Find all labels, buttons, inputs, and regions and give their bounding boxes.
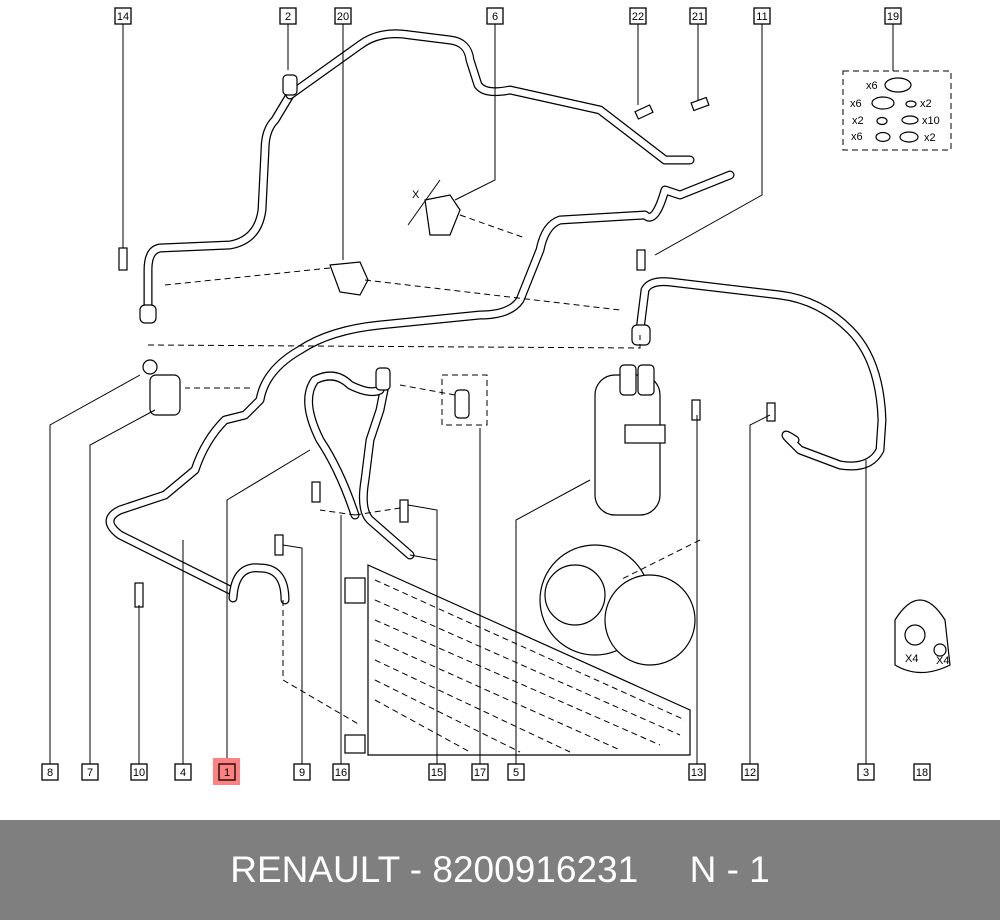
callout-7[interactable]: 7 [81, 763, 99, 781]
part-number-text: RENAULT - 8200916231 N - 1 [230, 849, 770, 890]
callout-22[interactable]: 22 [629, 7, 647, 25]
svg-text:9: 9 [299, 767, 305, 779]
clip-20 [329, 261, 369, 296]
svg-text:3: 3 [863, 767, 869, 779]
bracket-7 [149, 374, 181, 416]
callout-13[interactable]: 13 [688, 763, 706, 781]
svg-text:x6: x6 [850, 98, 862, 110]
svg-text:12: 12 [744, 767, 756, 779]
svg-text:x6: x6 [866, 80, 878, 92]
svg-text:11: 11 [756, 11, 767, 23]
svg-text:8: 8 [47, 767, 53, 779]
callout-1-highlighted[interactable]: 1 [213, 758, 240, 785]
condenser [367, 564, 691, 756]
callouts-bottom: 8 7 10 4 1 9 16 15 17 5 13 12 3 18 [41, 758, 931, 785]
callout-4[interactable]: 4 [174, 763, 192, 781]
valve-cap [282, 74, 298, 96]
svg-text:1: 1 [224, 767, 230, 779]
callout-3[interactable]: 3 [857, 763, 875, 781]
svg-text:7: 7 [87, 767, 93, 779]
callout-18[interactable]: 18 [913, 763, 931, 781]
svg-text:20: 20 [337, 11, 349, 23]
callout-6[interactable]: 6 [486, 7, 504, 25]
callout-8[interactable]: 8 [41, 763, 59, 781]
callout-10[interactable]: 10 [130, 763, 148, 781]
svg-text:x6: x6 [851, 131, 863, 143]
clip-6 [424, 194, 461, 236]
parts: X4 X4 x6 x6 x2 x2 x10 [118, 70, 952, 756]
svg-text:21: 21 [692, 11, 704, 23]
ac-pipes [105, 29, 887, 605]
svg-text:15: 15 [431, 767, 443, 779]
svg-text:13: 13 [691, 767, 703, 779]
callout-16[interactable]: 16 [332, 763, 350, 781]
svg-text:5: 5 [513, 767, 519, 779]
svg-text:14: 14 [117, 11, 129, 23]
svg-text:18: 18 [916, 767, 928, 779]
callout-14[interactable]: 14 [114, 7, 132, 25]
callout-15[interactable]: 15 [428, 763, 446, 781]
svg-text:4: 4 [180, 767, 186, 779]
svg-text:2: 2 [285, 11, 291, 23]
leader-lines [49, 24, 894, 764]
bolt-icons [118, 96, 776, 608]
svg-text:17: 17 [474, 767, 486, 779]
seal-kit-box [842, 70, 952, 151]
svg-text:16: 16 [335, 767, 347, 779]
callout-19[interactable]: 19 [884, 7, 902, 25]
qty-label: X4 [936, 655, 949, 667]
assembly-lines [147, 214, 701, 726]
dimension-x: X [412, 189, 420, 201]
pressure-switch [454, 389, 470, 419]
svg-text:x10: x10 [922, 115, 940, 127]
svg-text:x2: x2 [852, 115, 864, 127]
callouts-top: 14 2 20 6 22 21 11 19 [114, 7, 902, 25]
callout-12[interactable]: 12 [741, 763, 759, 781]
svg-text:6: 6 [492, 11, 498, 23]
svg-text:x2: x2 [920, 98, 932, 110]
callout-5[interactable]: 5 [507, 763, 525, 781]
callout-20[interactable]: 20 [334, 7, 352, 25]
callout-9[interactable]: 9 [293, 763, 311, 781]
svg-text:22: 22 [632, 11, 644, 23]
callout-21[interactable]: 21 [689, 7, 707, 25]
qty-label: X4 [905, 653, 918, 665]
svg-text:10: 10 [133, 767, 145, 779]
callout-2[interactable]: 2 [279, 7, 297, 25]
svg-text:19: 19 [887, 11, 899, 23]
svg-text:x2: x2 [924, 132, 936, 144]
dehydrator-bottle [594, 374, 661, 516]
callout-17[interactable]: 17 [471, 763, 489, 781]
callout-11[interactable]: 11 [753, 7, 771, 25]
parts-diagram: X4 X4 x6 x6 x2 x2 x10 [41, 7, 952, 785]
part-number-footer: RENAULT - 8200916231 N - 1 [0, 820, 1000, 920]
